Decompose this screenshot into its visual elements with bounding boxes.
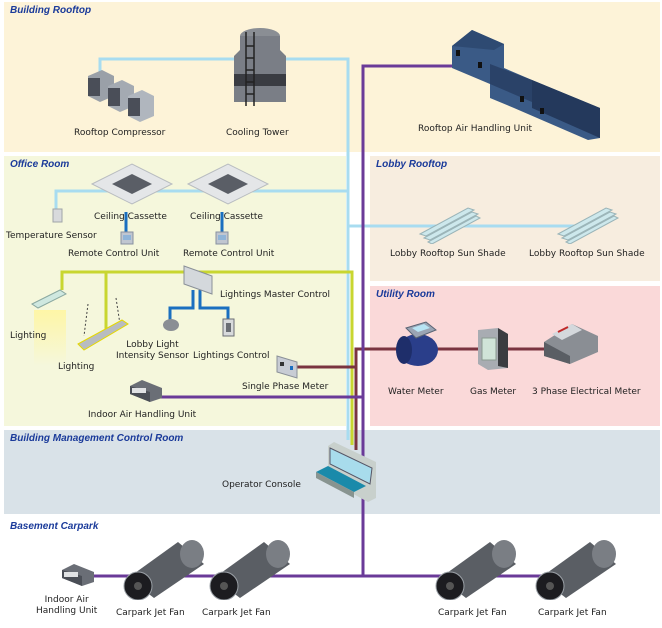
lightings-master-control-icon (183, 265, 213, 295)
label-lighting-2: Lighting (58, 362, 95, 372)
ceiling-cassette-1-icon (90, 163, 174, 205)
hvac-line-rooftop (98, 57, 350, 440)
ceiling-cassette-2-icon (186, 163, 270, 205)
label-light-sensor-line2: Intensity Sensor (116, 351, 189, 361)
meter-line-utility (354, 347, 570, 450)
gas-meter-icon (478, 328, 508, 370)
lighting-line-main (60, 270, 354, 445)
zone-title-lobby-rooftop: Lobby Rooftop (376, 159, 448, 170)
label-light-sensor: Lobby Light Intensity Sensor (116, 340, 189, 362)
label-jet-fan-2: Carpark Jet Fan (202, 608, 271, 618)
zone-title-basement-carpark: Basement Carpark (10, 521, 99, 532)
lighting-lines (60, 270, 354, 445)
label-light-sensor-line1: Lobby Light (126, 340, 179, 350)
label-operator-console: Operator Console (222, 480, 301, 490)
sun-shade-2-icon (556, 207, 620, 244)
operator-console-icon (316, 442, 376, 502)
zone-title-building-rooftop: Building Rooftop (10, 5, 92, 16)
rooftop-ahu-icon (452, 30, 600, 140)
rooftop-compressor-icon (88, 70, 154, 122)
label-indoor-ahu: Indoor Air Handling Unit (88, 410, 197, 420)
water-meter-icon (396, 321, 438, 366)
three-phase-meter-icon (544, 324, 598, 364)
label-cooling-tower: Cooling Tower (226, 128, 289, 138)
label-jet-fan-3: Carpark Jet Fan (438, 608, 507, 618)
label-carpark-ahu-line1: Indoor Air (44, 595, 89, 605)
remote-control-2-icon (215, 231, 229, 245)
label-ceiling-cassette-2: Ceiling Cassette (190, 212, 263, 222)
indoor-ahu-icon (130, 380, 162, 402)
carpark-ahu-icon (62, 564, 94, 586)
label-lighting-1: Lighting (10, 331, 47, 341)
lighting-1-icon (31, 289, 67, 366)
jet-fan-4-icon (535, 540, 616, 600)
zone-title-control-room: Building Management Control Room (10, 433, 184, 444)
jet-fan-2-icon (209, 540, 290, 600)
label-jet-fan-1: Carpark Jet Fan (116, 608, 185, 618)
label-three-phase-meter: 3 Phase Electrical Meter (532, 387, 641, 397)
label-lightings-control: Lightings Control (193, 351, 270, 361)
single-phase-meter-icon (276, 355, 298, 379)
label-water-meter: Water Meter (388, 387, 444, 397)
label-single-phase-meter: Single Phase Meter (242, 382, 329, 392)
label-rooftop-ahu: Rooftop Air Handling Unit (418, 124, 532, 134)
control-line-sensor (168, 290, 195, 320)
lightings-control-icon (222, 318, 235, 337)
sun-shade-1-icon (418, 207, 482, 244)
label-lightings-master-control: Lightings Master Control (220, 290, 331, 300)
label-carpark-ahu: Indoor Air Handling Unit (36, 595, 97, 617)
zone-title-utility-room: Utility Room (376, 289, 435, 300)
temperature-sensor-icon (52, 208, 63, 223)
label-rooftop-compressor: Rooftop Compressor (74, 128, 166, 138)
jet-fan-1-icon (123, 540, 204, 600)
bms-line-main (361, 64, 460, 576)
label-remote-control-2: Remote Control Unit (183, 249, 275, 259)
jet-fan-3-icon (435, 540, 516, 600)
label-sun-shade-2: Lobby Rooftop Sun Shade (529, 249, 645, 259)
control-line-lightings-control (198, 290, 230, 322)
label-carpark-ahu-line2: Handling Unit (36, 606, 98, 616)
label-ceiling-cassette-1: Ceiling Cassette (94, 212, 167, 222)
label-temperature-sensor: Temperature Sensor (6, 231, 97, 241)
lighting-2-icon (77, 297, 129, 351)
label-sun-shade-1: Lobby Rooftop Sun Shade (390, 249, 506, 259)
remote-control-1-icon (120, 231, 134, 245)
light-intensity-sensor-icon (163, 319, 179, 331)
label-jet-fan-4: Carpark Jet Fan (538, 608, 607, 618)
label-gas-meter: Gas Meter (470, 387, 517, 397)
label-remote-control-1: Remote Control Unit (68, 249, 160, 259)
cooling-tower-icon (234, 28, 286, 106)
zone-title-office-room: Office Room (10, 159, 70, 170)
